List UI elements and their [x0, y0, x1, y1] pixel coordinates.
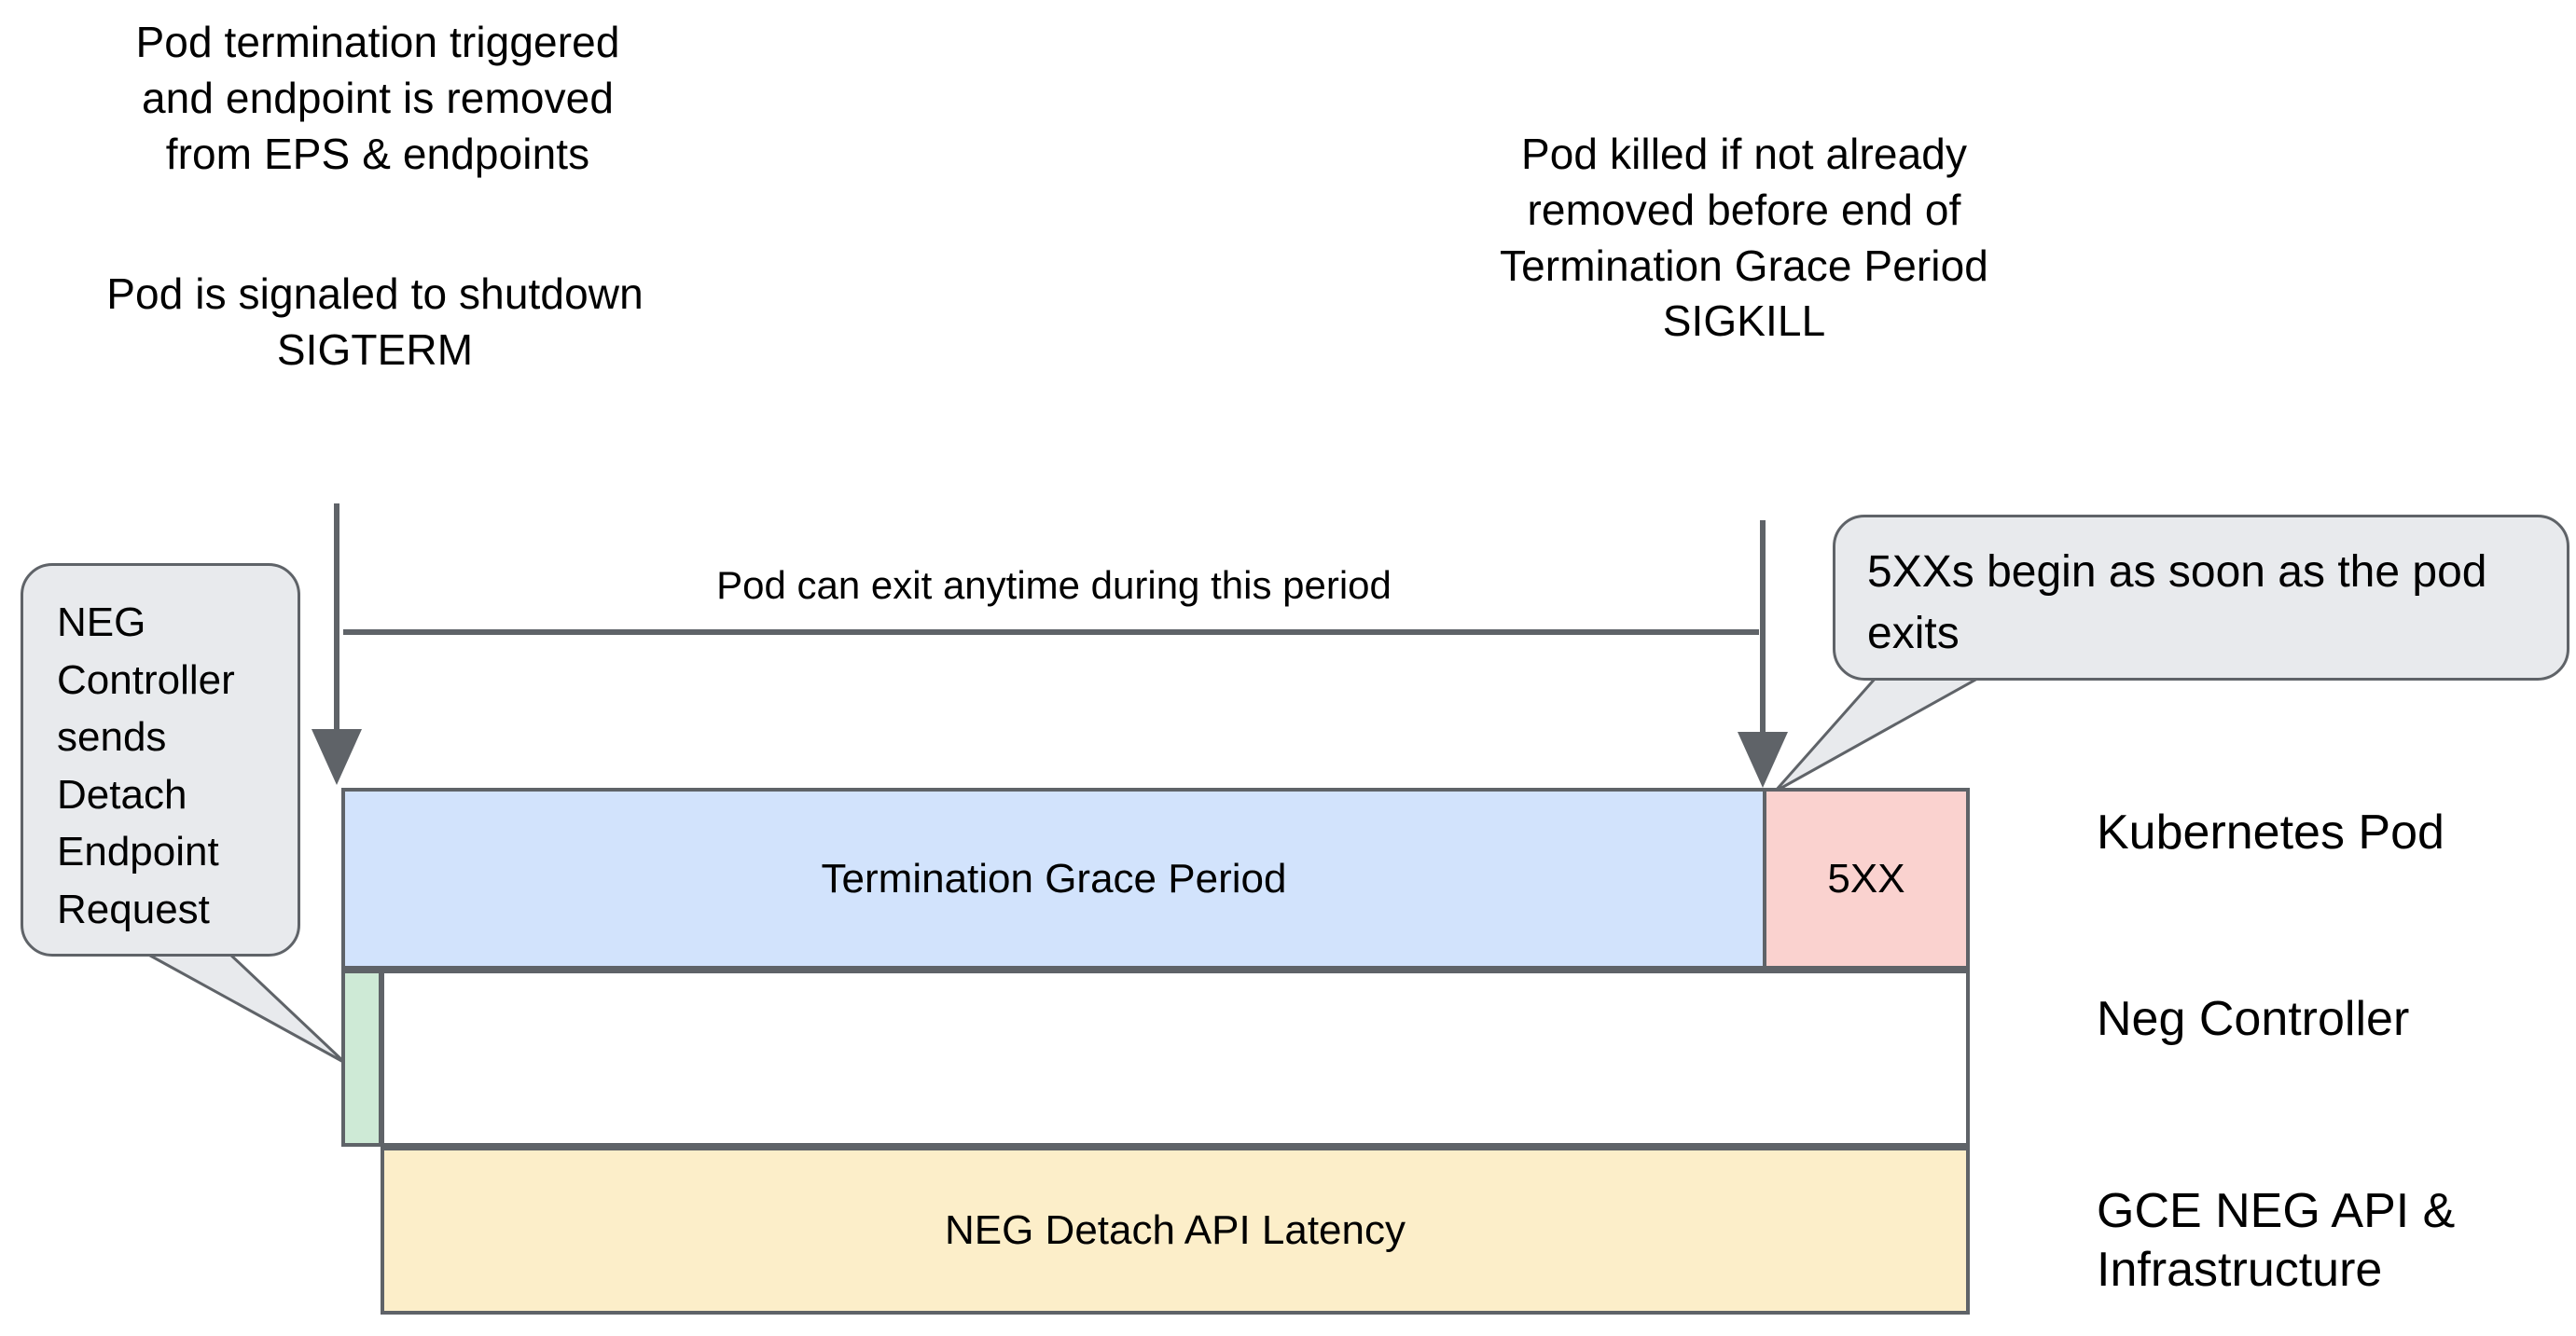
note-pod-killed-sigkill: Pod killed if not already removed before…: [1500, 130, 1988, 346]
lane-label-kubernetes-pod: Kubernetes Pod: [2097, 806, 2444, 860]
bar-label-5xx: 5XX: [1827, 855, 1905, 902]
note-pod-signaled-sigterm: Pod is signaled to shutdown SIGTERM: [106, 269, 644, 374]
callout-neg-controller-detach-request[interactable]: NEG Controller sends Detach Endpoint Req…: [21, 563, 300, 957]
bar-neg-detach-send[interactable]: [341, 970, 382, 1147]
lane-label-neg-controller: Neg Controller: [2097, 992, 2410, 1046]
caption-pod-can-exit-anytime: Pod can exit anytime during this period: [716, 563, 1392, 607]
bar-termination-grace-period[interactable]: Termination Grace Period: [341, 788, 1766, 970]
lane-label-gce-neg-api-infrastructure: GCE NEG API & Infrastructure: [2097, 1184, 2456, 1298]
bar-neg-detach-api-latency[interactable]: NEG Detach API Latency: [381, 1147, 1970, 1315]
callout-tail-neg-controller: [141, 949, 347, 1065]
bar-5xx[interactable]: 5XX: [1763, 788, 1970, 970]
callout-tail-5xx: [1773, 675, 1983, 793]
note-pod-termination-triggered: Pod termination triggered and endpoint i…: [135, 18, 620, 178]
callout-5xx-begin[interactable]: 5XXs begin as soon as the pod exits: [1833, 515, 2569, 681]
bar-neg-controller-lane[interactable]: [381, 970, 1970, 1147]
bar-label-termination-grace-period: Termination Grace Period: [821, 855, 1287, 902]
bar-label-neg-detach-api-latency: NEG Detach API Latency: [944, 1207, 1406, 1253]
